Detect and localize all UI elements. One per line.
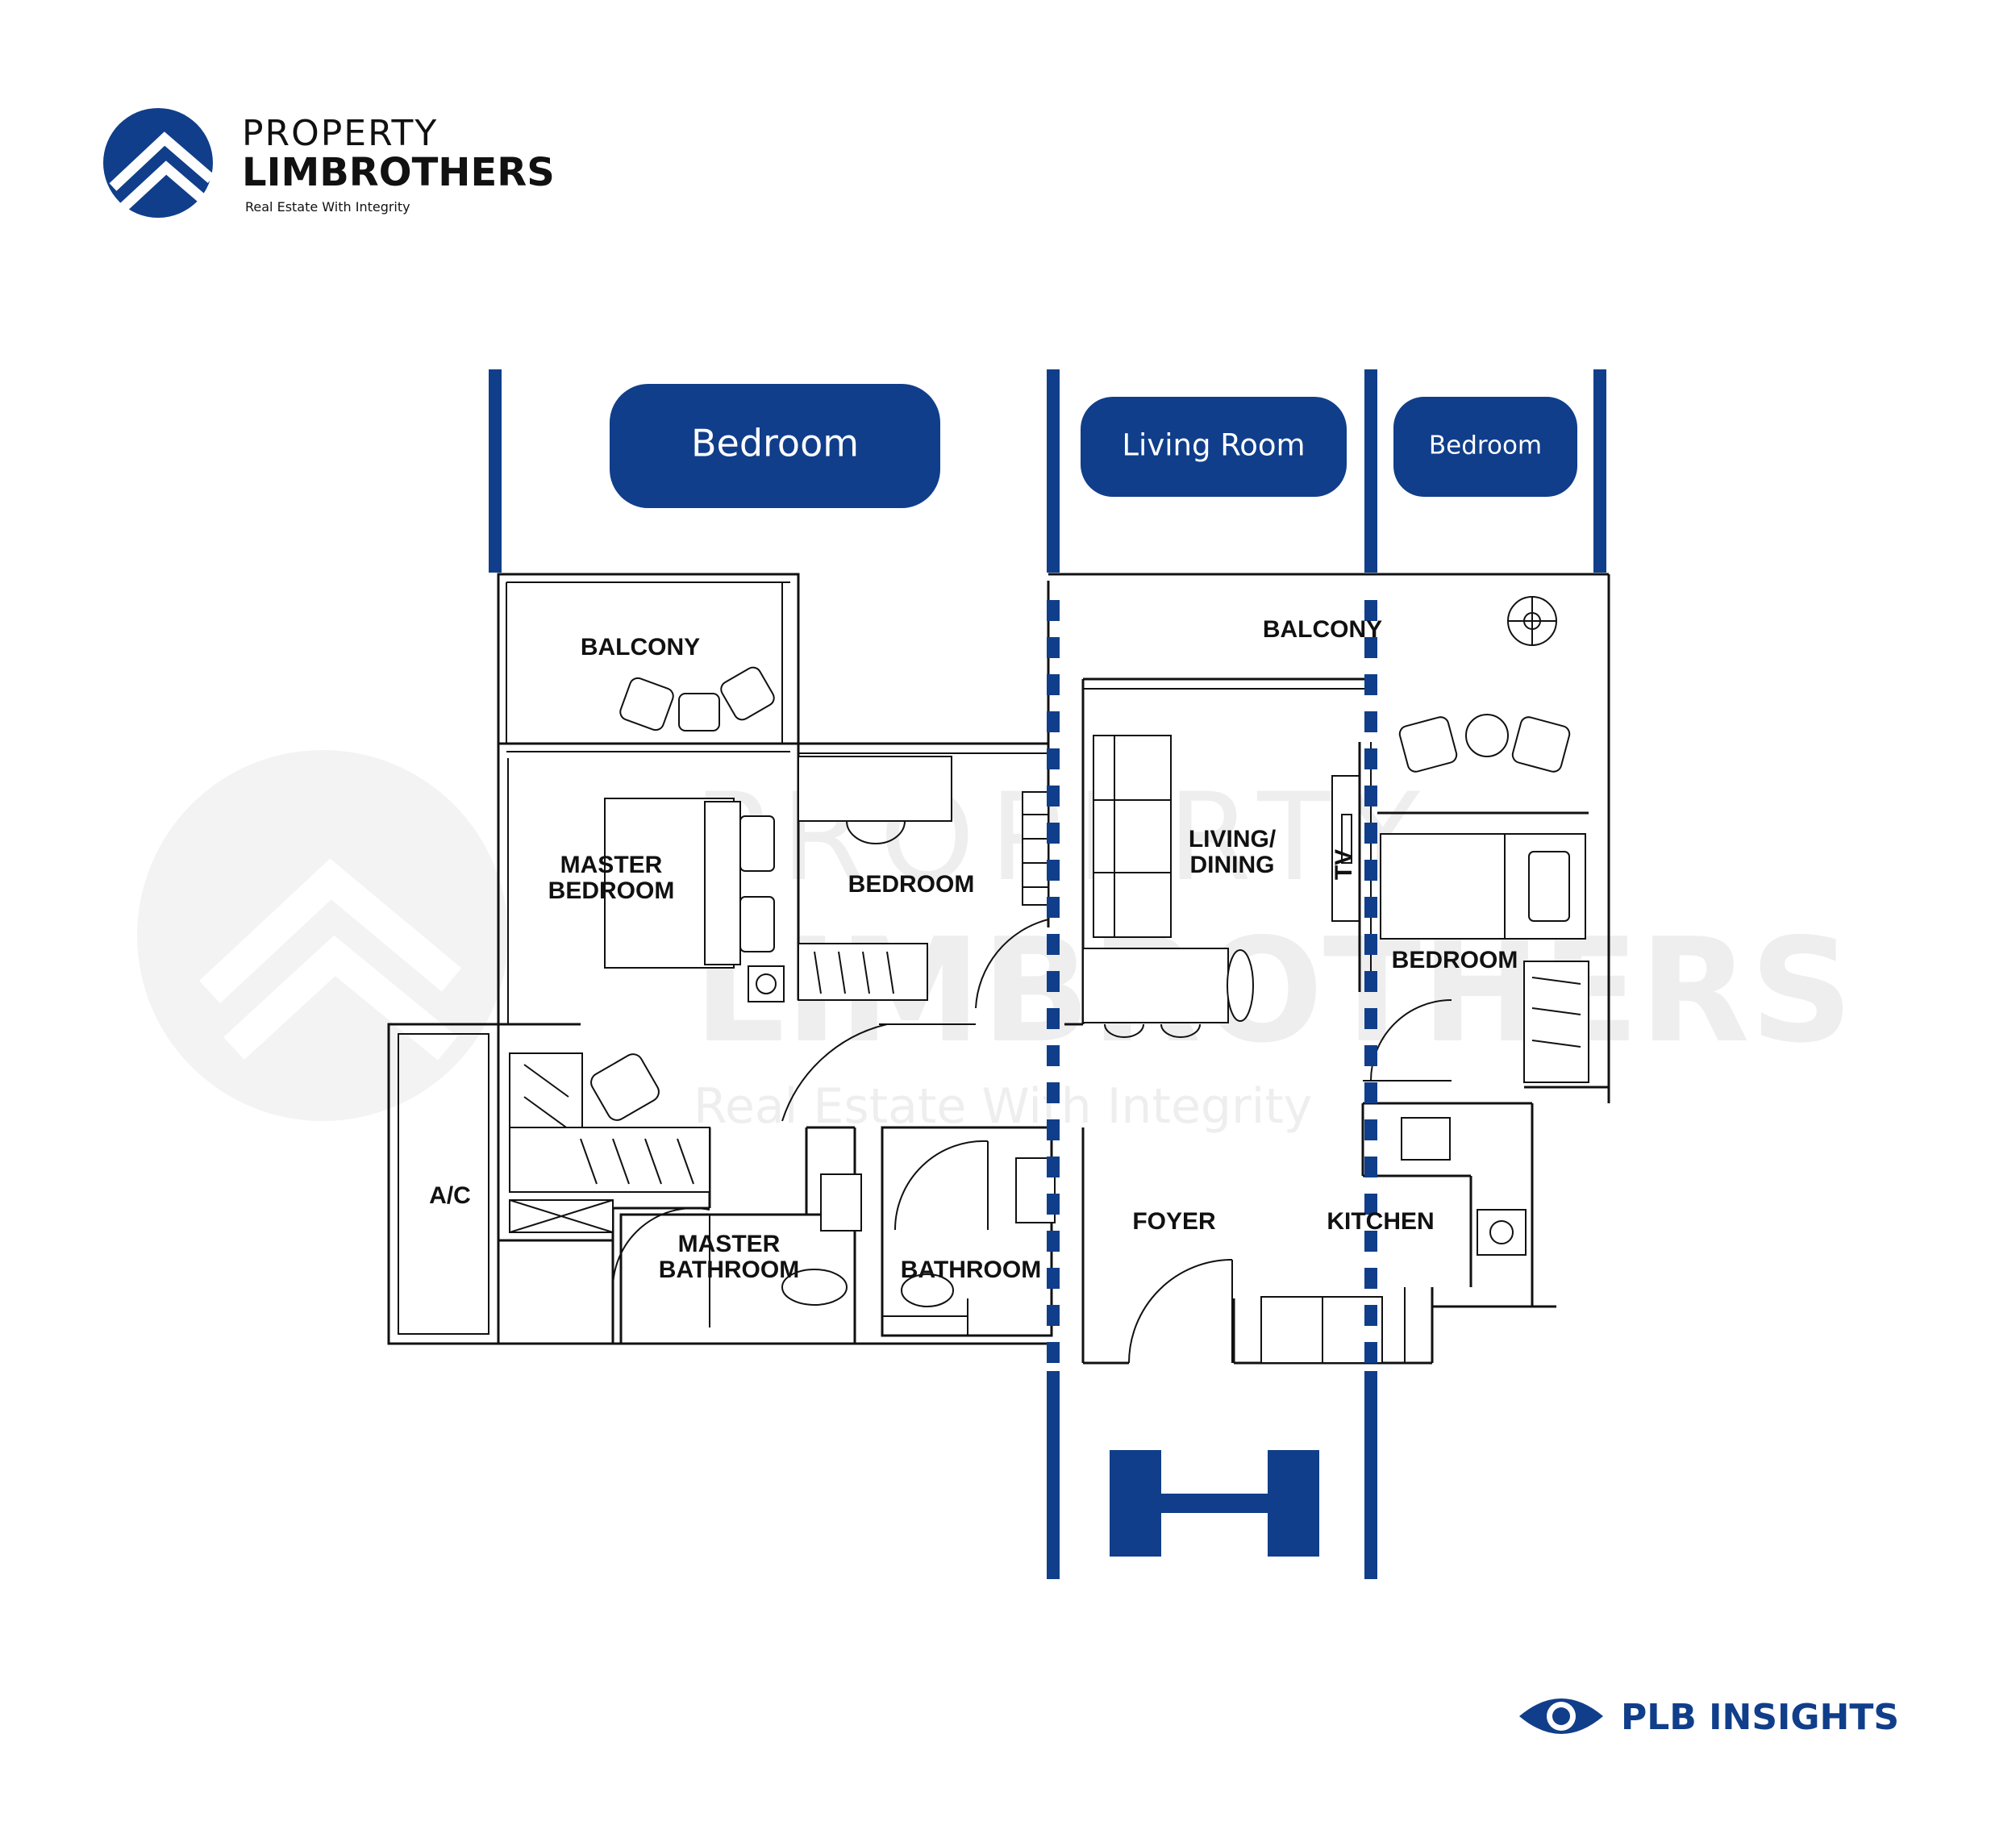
label-bedroom-left: Bedroom (691, 422, 859, 465)
balcony-chairs-left-icon (619, 666, 775, 731)
eye-icon (1519, 1698, 1603, 1734)
room-balcony-left: BALCONY (581, 634, 700, 661)
watermark-line3: Real Estate With Integrity (694, 1078, 1312, 1135)
sink-master-icon (820, 1173, 862, 1232)
desk-icon (798, 756, 952, 822)
brand-logo: PROPERTY LIMBROTHERS Real Estate With In… (103, 108, 555, 218)
room-bathroom: BATHROOM (901, 1257, 1041, 1283)
marker-bar-left (489, 369, 502, 573)
marker-bar-right (1593, 369, 1606, 573)
wardrobe-right-icon (1523, 961, 1589, 1083)
label-pill-bedroom-right (1393, 397, 1577, 497)
label-bedroom-right: Bedroom (1429, 431, 1542, 461)
room-labels: BALCONY MASTER BEDROOM BEDROOM LIVING/ D… (429, 616, 1518, 1283)
balcony-left-outline (497, 573, 800, 745)
balcony-chairs-right-icon (1398, 714, 1571, 773)
marker-bar-mid-left (1047, 369, 1060, 573)
room-ac: A/C (429, 1182, 471, 1209)
shelf-icon (1022, 791, 1049, 906)
dashed-dividers (1047, 600, 1377, 1579)
label-pill-living-room (1081, 397, 1347, 497)
footer-insights-text: PLB INSIGHTS (1621, 1697, 1899, 1738)
room-living-2: DINING (1190, 852, 1275, 878)
label-living-room: Living Room (1122, 428, 1305, 463)
watermark: PROPERTY LIMBROTHERS Real Estate With In… (137, 750, 1853, 1135)
zone-markers: Bedroom Living Room Bedroom (489, 369, 1606, 573)
brand-tagline: Real Estate With Integrity (245, 199, 410, 215)
room-master-bedroom-2: BEDROOM (548, 877, 675, 904)
plant-icon (1507, 596, 1557, 646)
label-pill-bedroom-left (610, 384, 940, 508)
stove-icon (1477, 1209, 1527, 1256)
room-master-bath-1: MASTER (678, 1231, 781, 1257)
room-tv: TV (1331, 849, 1357, 880)
room-bedroom-mid: BEDROOM (848, 871, 975, 898)
room-living-1: LIVING/ (1189, 826, 1277, 852)
brand-line1: PROPERTY (242, 113, 438, 154)
bed-right-icon (1380, 833, 1510, 940)
kitchen-sink-icon (1401, 1117, 1451, 1161)
room-foyer: FOYER (1132, 1208, 1216, 1235)
toilet-bathroom-icon (901, 1273, 954, 1307)
floor-plan (387, 573, 1610, 1365)
footer-insights: PLB INSIGHTS (1519, 1697, 1899, 1738)
room-balcony-right: BALCONY (1263, 616, 1382, 643)
bottom-bar-left (1047, 1371, 1060, 1579)
bottom-bar-right (1364, 1371, 1377, 1579)
h-marker-icon (1110, 1450, 1319, 1557)
watermark-logo-icon (137, 750, 508, 1121)
dining-table-icon (1082, 948, 1229, 1023)
room-master-bedroom-1: MASTER (560, 852, 663, 878)
armchair-master-icon (590, 1053, 660, 1121)
room-master-bath-2: BATHROOM (659, 1257, 799, 1283)
toilet-master-icon (781, 1269, 848, 1306)
marker-bar-mid-right (1364, 369, 1377, 573)
room-kitchen: KITCHEN (1327, 1208, 1434, 1235)
sofa-icon (1093, 735, 1172, 938)
room-bedroom-right: BEDROOM (1392, 947, 1518, 973)
brand-line2: LIMBROTHERS (242, 150, 555, 195)
